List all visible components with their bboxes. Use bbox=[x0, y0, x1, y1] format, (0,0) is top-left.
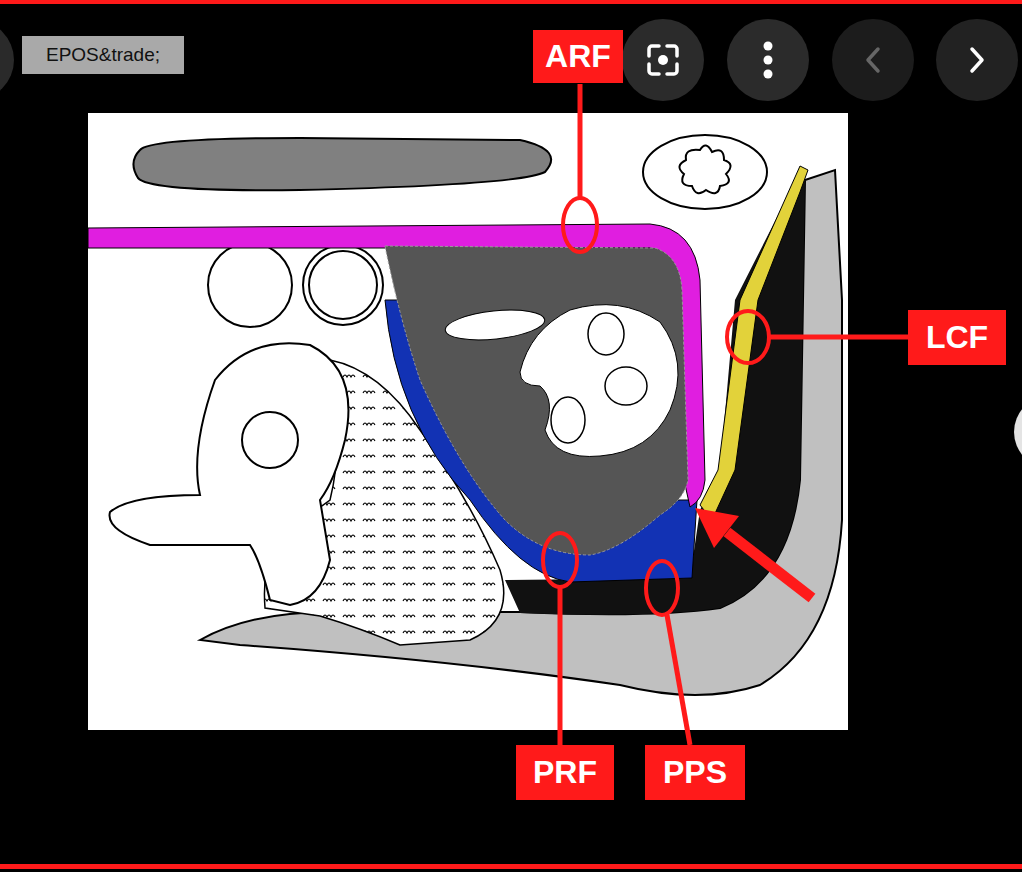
menu-button bbox=[727, 19, 809, 101]
spinal-canal bbox=[242, 412, 298, 468]
bottom-red-rule bbox=[0, 864, 1022, 869]
label-text: PPS bbox=[663, 754, 727, 791]
label-text: ARF bbox=[545, 38, 611, 75]
callout-rings bbox=[543, 198, 769, 615]
scan-icon-dot bbox=[658, 55, 668, 65]
next-button bbox=[936, 19, 1018, 101]
pointer-arrow-shaft bbox=[727, 532, 812, 598]
lateroconal-fat bbox=[700, 166, 808, 520]
leader-lines bbox=[560, 84, 908, 745]
calyx bbox=[551, 397, 585, 443]
renal-sinus bbox=[520, 305, 678, 457]
prev-chevron bbox=[868, 49, 878, 71]
next-chevron bbox=[972, 49, 982, 71]
menu-dots bbox=[764, 42, 773, 79]
callout-label: PPS bbox=[645, 745, 745, 800]
vertebra bbox=[110, 343, 349, 605]
label-text: EPOS&trade; bbox=[46, 44, 160, 66]
edge-button bbox=[0, 20, 14, 100]
kidney bbox=[385, 246, 688, 555]
aorta bbox=[303, 245, 383, 325]
pointer-arrow-head bbox=[695, 508, 739, 548]
edge-button bbox=[1014, 396, 1022, 468]
muscle-wall bbox=[200, 170, 842, 695]
figure-ground bbox=[88, 113, 848, 730]
callout-label: PRF bbox=[516, 745, 614, 800]
lens-button bbox=[622, 19, 704, 101]
top-red-rule bbox=[0, 0, 1022, 4]
vena-cava bbox=[208, 243, 292, 327]
calyx bbox=[605, 367, 647, 405]
liver-shape bbox=[133, 138, 551, 190]
label-text: LCF bbox=[926, 319, 988, 356]
bowel-lumen bbox=[679, 145, 730, 193]
scan-icon bbox=[649, 46, 677, 74]
watermark-box: EPOS&trade; bbox=[22, 36, 184, 74]
bowel-loop bbox=[643, 135, 767, 209]
prev-button bbox=[832, 19, 914, 101]
callout-label: LCF bbox=[908, 310, 1006, 365]
label-text: PRF bbox=[533, 754, 597, 791]
renal-vessel bbox=[444, 306, 546, 344]
calyx bbox=[588, 313, 624, 355]
aorta-wall bbox=[309, 251, 377, 319]
callout-label: ARF bbox=[533, 30, 623, 83]
